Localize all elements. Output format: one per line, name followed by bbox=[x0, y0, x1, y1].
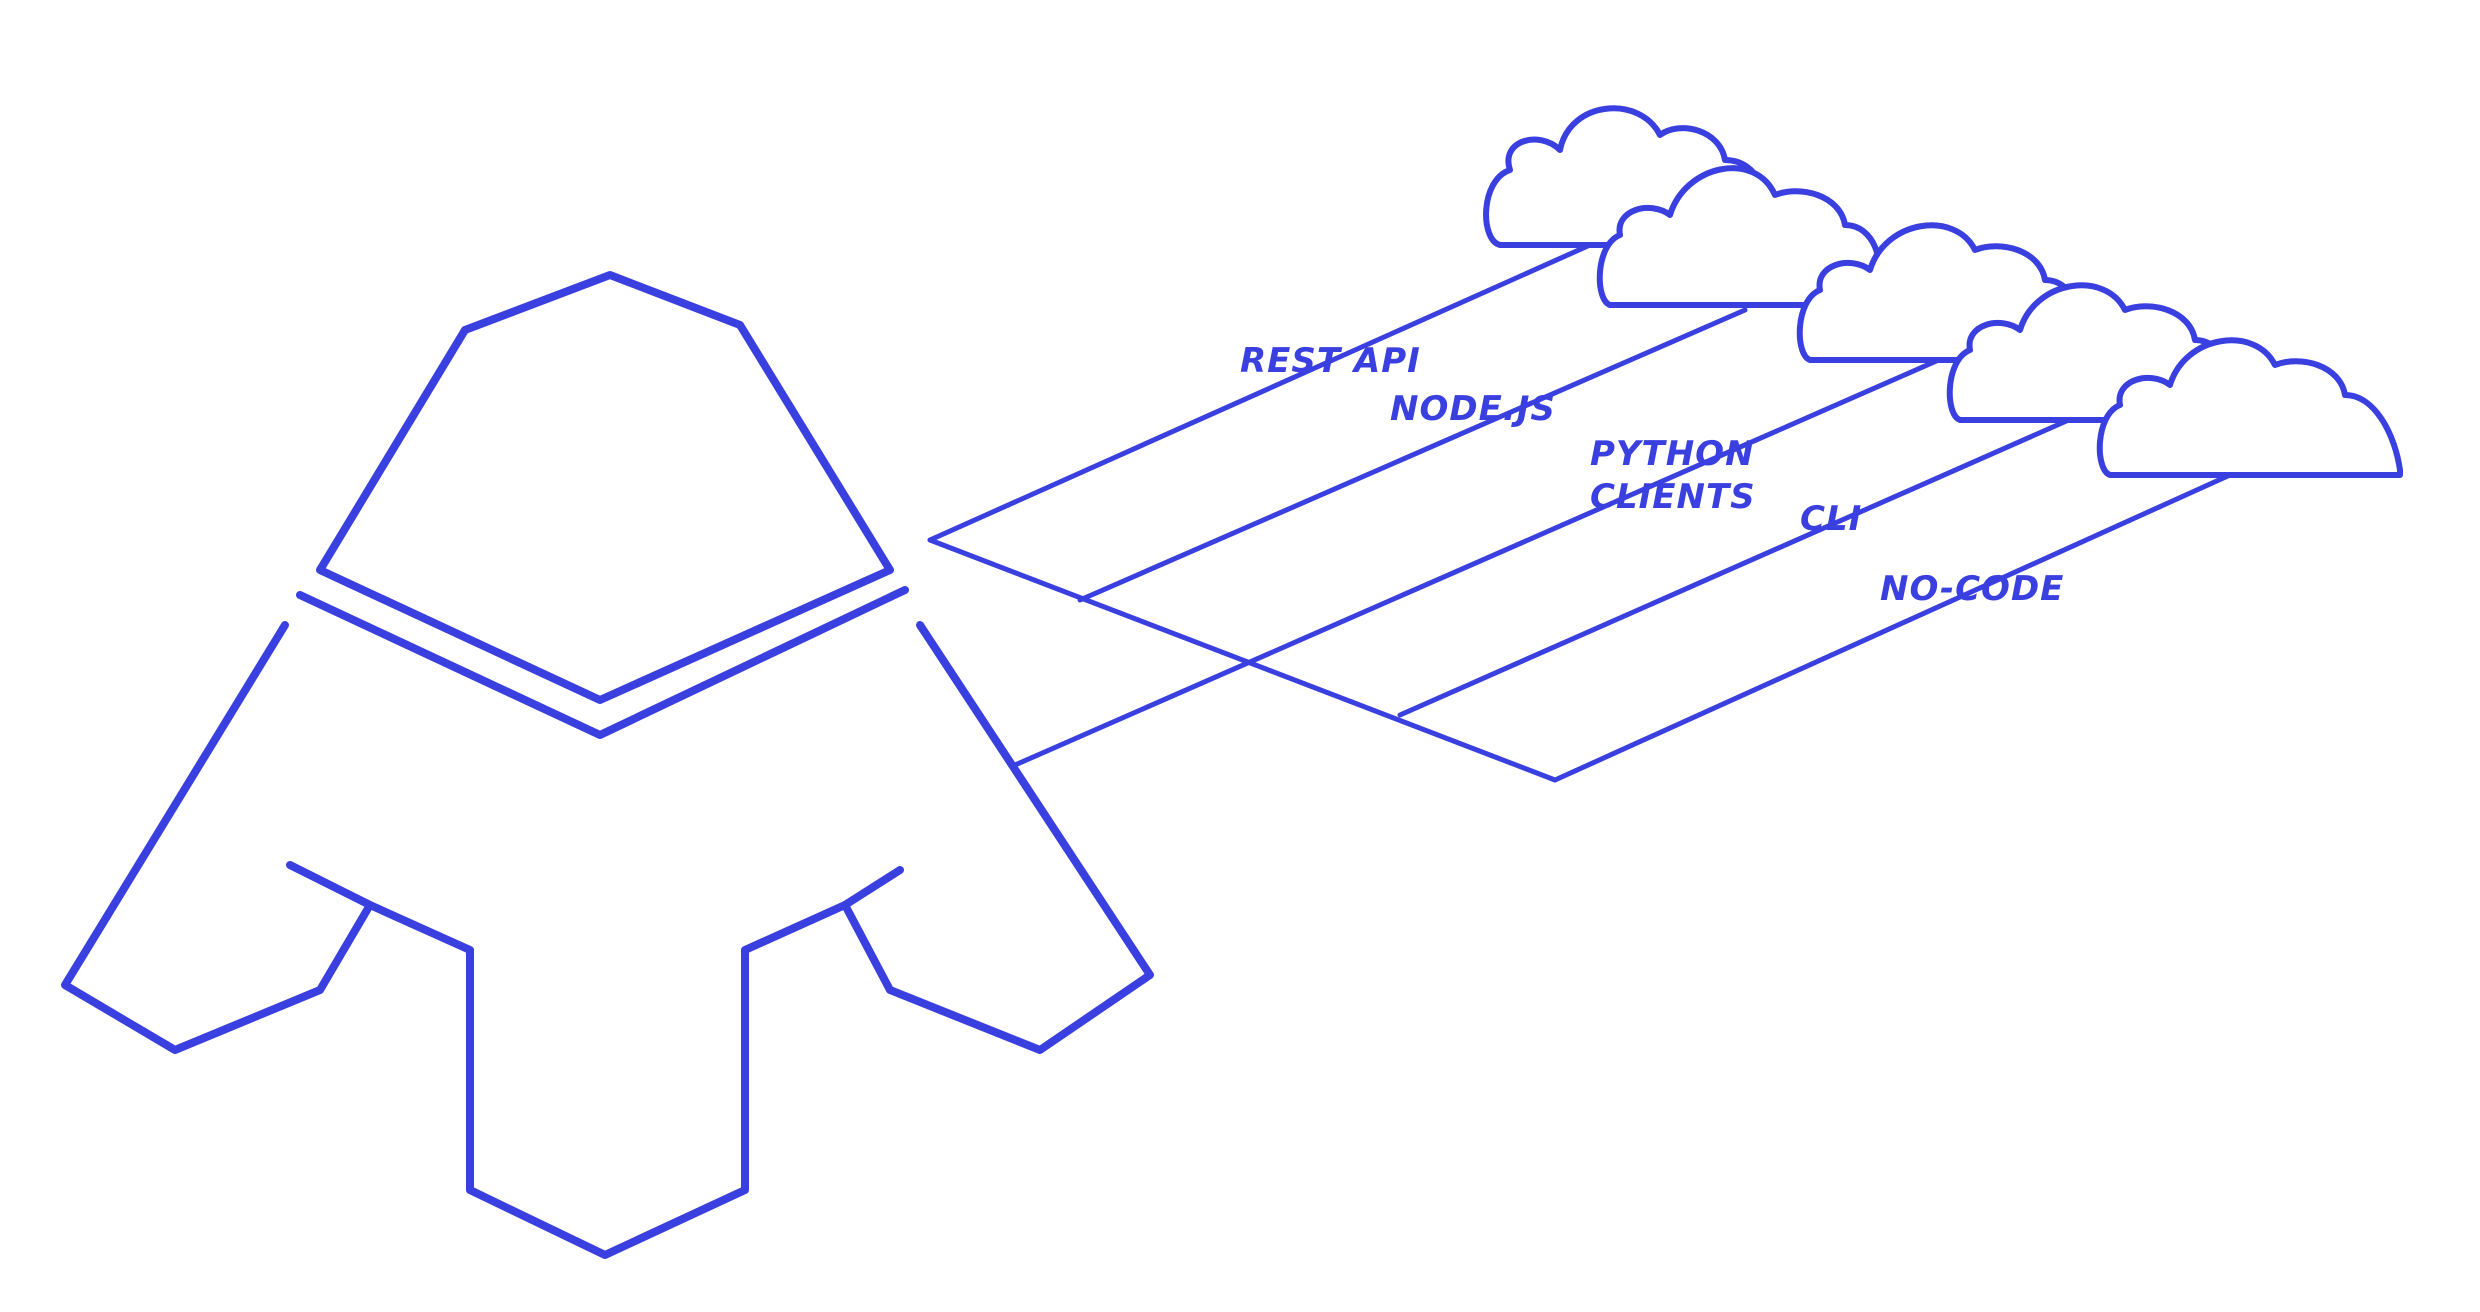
cloud-stack bbox=[1483, 105, 2403, 478]
connector-rest-api bbox=[927, 242, 1593, 543]
logo-top-cap bbox=[316, 271, 894, 704]
logo-band bbox=[296, 586, 909, 739]
cloud-icon bbox=[2096, 337, 2403, 478]
connector-lines bbox=[927, 242, 2233, 783]
connector-no-code bbox=[1552, 472, 2233, 783]
connector-spine bbox=[927, 537, 1558, 783]
label-rest-api: REST API bbox=[1240, 341, 1421, 381]
label-python-line1: PYTHON bbox=[1590, 434, 1755, 474]
connector-cli bbox=[1397, 412, 2083, 718]
logo-notch bbox=[286, 861, 904, 909]
label-no-code: NO-CODE bbox=[1880, 569, 2064, 609]
cloud-icon bbox=[1596, 165, 1882, 308]
logo-body bbox=[61, 621, 1154, 1259]
stylized-letter-a-icon bbox=[61, 271, 1154, 1259]
connector-python bbox=[1012, 352, 1953, 768]
connector-nodejs bbox=[1077, 307, 1748, 603]
label-cli: CLI bbox=[1800, 499, 1862, 539]
label-python-line2: CLIENTS bbox=[1590, 477, 1756, 517]
label-nodejs: NODE.JS bbox=[1390, 389, 1556, 429]
integration-labels: REST API NODE.JS PYTHON CLIENTS CLI NO-C… bbox=[1240, 341, 2064, 609]
